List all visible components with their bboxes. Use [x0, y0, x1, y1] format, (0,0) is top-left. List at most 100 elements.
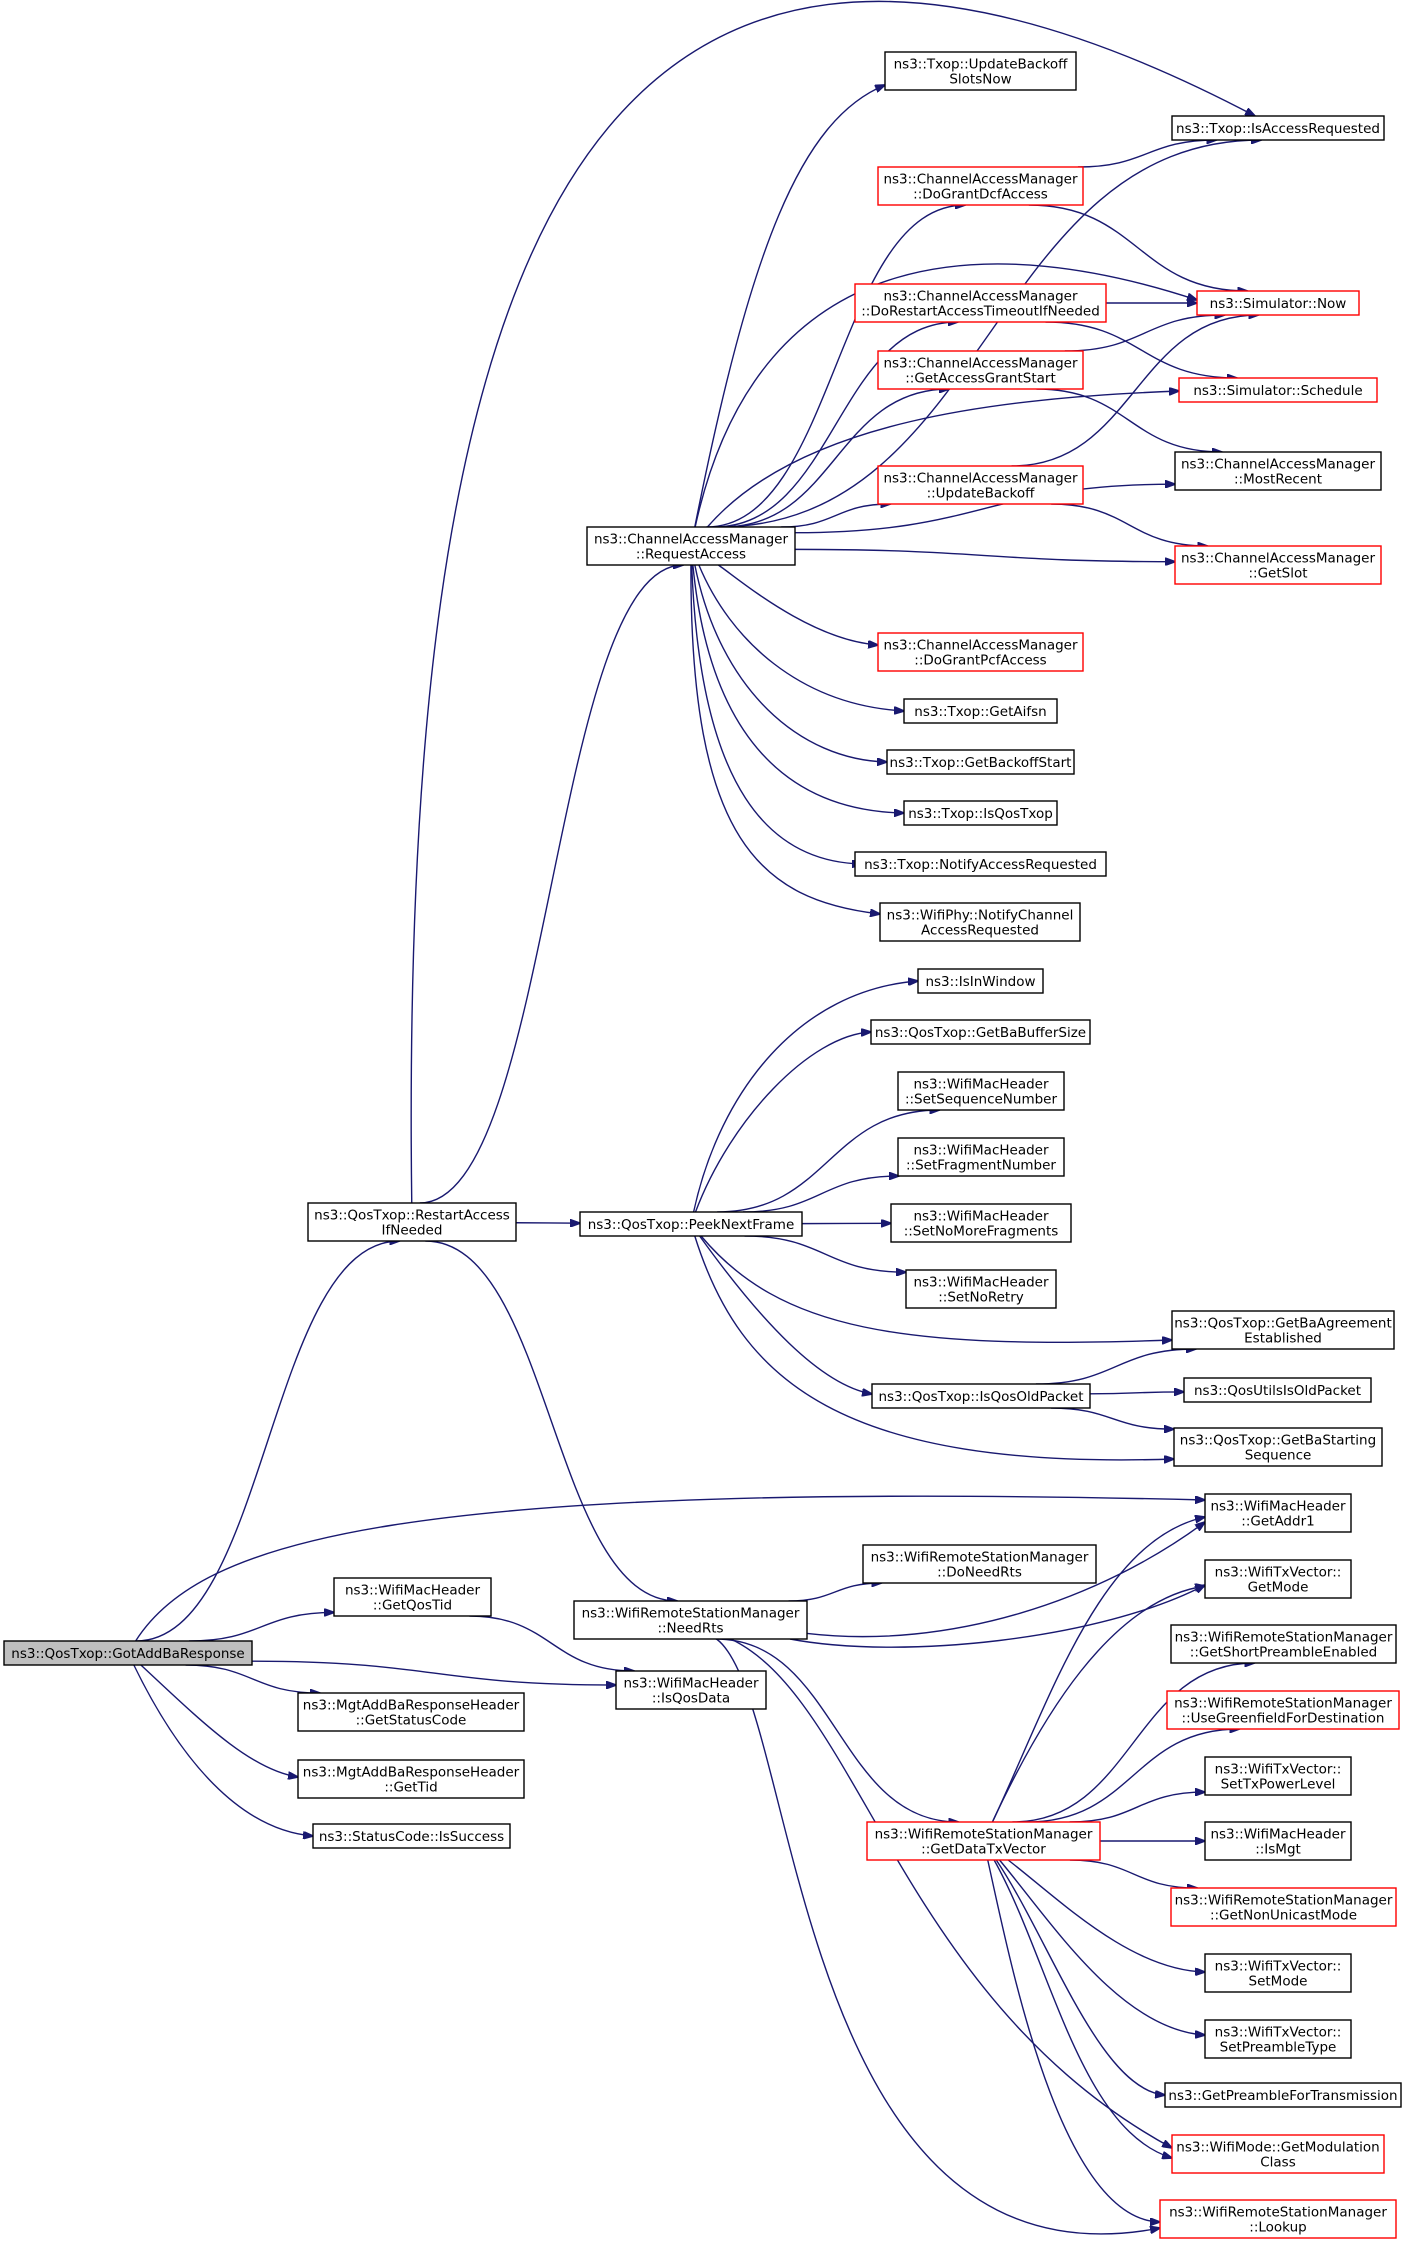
node-getdatatxvector[interactable]: ns3::WifiRemoteStationManager::GetDataTx…: [866, 1821, 1101, 1861]
node-getnonunicast[interactable]: ns3::WifiRemoteStationManager::GetNonUni…: [1170, 1887, 1397, 1927]
node-box-gettid[interactable]: [297, 1759, 525, 1799]
node-box-getmodclass[interactable]: [1171, 2134, 1385, 2174]
node-setmode[interactable]: ns3::WifiTxVector::SetMode: [1204, 1953, 1352, 1993]
node-box-setfragnum[interactable]: [897, 1137, 1065, 1177]
node-box-getmode[interactable]: [1204, 1559, 1352, 1599]
node-requestaccess[interactable]: ns3::ChannelAccessManager::RequestAccess: [586, 526, 796, 566]
node-getqostid[interactable]: ns3::WifiMacHeader::GetQosTid: [333, 1577, 492, 1617]
node-box-getnonunicast[interactable]: [1170, 1887, 1397, 1927]
node-simschedule[interactable]: ns3::Simulator::Schedule: [1178, 377, 1378, 403]
node-box-ismgt[interactable]: [1204, 1821, 1352, 1861]
node-box-isinwindow[interactable]: [917, 968, 1044, 994]
node-box-usegreenfield[interactable]: [1166, 1690, 1400, 1730]
node-box-getbackoffstart[interactable]: [886, 749, 1075, 775]
node-setfragnum[interactable]: ns3::WifiMacHeader::SetFragmentNumber: [897, 1137, 1065, 1177]
node-getpreamblefortx[interactable]: ns3::GetPreambleForTransmission: [1164, 2082, 1402, 2108]
node-box-notifyaccessreq[interactable]: [854, 851, 1107, 877]
node-notifyaccessreq[interactable]: ns3::Txop::NotifyAccessRequested: [854, 851, 1107, 877]
node-box-getqostid[interactable]: [333, 1577, 492, 1617]
node-box-setnomorefrag[interactable]: [890, 1203, 1072, 1243]
node-box-dograntdcf[interactable]: [877, 166, 1084, 206]
node-gotaddba[interactable]: ns3::QosTxop::GotAddBaResponse: [3, 1640, 253, 1666]
node-isaccessrequested[interactable]: ns3::Txop::IsAccessRequested: [1171, 115, 1385, 141]
node-doneedrts[interactable]: ns3::WifiRemoteStationManager::DoNeedRts: [862, 1544, 1097, 1584]
node-gettid[interactable]: ns3::MgtAddBaResponseHeader::GetTid: [297, 1759, 525, 1799]
node-box-lookup[interactable]: [1159, 2199, 1397, 2239]
node-box-requestaccess[interactable]: [586, 526, 796, 566]
node-getslot[interactable]: ns3::ChannelAccessManager::GetSlot: [1174, 545, 1382, 585]
node-isinwindow[interactable]: ns3::IsInWindow: [917, 968, 1044, 994]
node-settxpower[interactable]: ns3::WifiTxVector::SetTxPowerLevel: [1204, 1756, 1352, 1796]
node-box-setmode[interactable]: [1204, 1953, 1352, 1993]
node-getbackoffstart[interactable]: ns3::Txop::GetBackoffStart: [886, 749, 1075, 775]
node-issuccess[interactable]: ns3::StatusCode::IsSuccess: [312, 1823, 511, 1849]
node-isqostxop[interactable]: ns3::Txop::IsQosTxop: [903, 800, 1058, 826]
node-qosutilsold[interactable]: ns3::QosUtilsIsOldPacket: [1183, 1377, 1372, 1403]
node-box-getshortpreamble[interactable]: [1170, 1624, 1397, 1664]
node-box-isaccessrequested[interactable]: [1171, 115, 1385, 141]
node-box-peeknextframe[interactable]: [579, 1211, 803, 1237]
node-box-notifychannel[interactable]: [879, 902, 1081, 942]
node-box-updatebackoffslots[interactable]: [884, 51, 1077, 91]
node-box-dorestart[interactable]: [854, 283, 1107, 323]
node-box-getbastarting[interactable]: [1173, 1427, 1383, 1467]
node-box-mostrecent[interactable]: [1174, 451, 1382, 491]
node-box-setpreambletype[interactable]: [1204, 2019, 1352, 2059]
node-box-gotaddba[interactable]: [3, 1640, 253, 1666]
node-box-setseqnum[interactable]: [897, 1071, 1065, 1111]
node-notifychannel[interactable]: ns3::WifiPhy::NotifyChannelAccessRequest…: [879, 902, 1081, 942]
node-lookup[interactable]: ns3::WifiRemoteStationManager::Lookup: [1159, 2199, 1397, 2239]
node-box-getpreamblefortx[interactable]: [1164, 2082, 1402, 2108]
node-getbabuffer[interactable]: ns3::QosTxop::GetBaBufferSize: [870, 1019, 1091, 1045]
node-getshortpreamble[interactable]: ns3::WifiRemoteStationManager::GetShortP…: [1170, 1624, 1397, 1664]
node-needrts[interactable]: ns3::WifiRemoteStationManager::NeedRts: [573, 1600, 808, 1640]
node-getstatuscode[interactable]: ns3::MgtAddBaResponseHeader::GetStatusCo…: [297, 1692, 525, 1732]
node-box-issuccess[interactable]: [312, 1823, 511, 1849]
node-box-getaddr1[interactable]: [1204, 1493, 1352, 1533]
node-setnomorefrag[interactable]: ns3::WifiMacHeader::SetNoMoreFragments: [890, 1203, 1072, 1243]
node-box-updatebackoff[interactable]: [877, 465, 1084, 505]
node-box-getslot[interactable]: [1174, 545, 1382, 585]
node-box-getstatuscode[interactable]: [297, 1692, 525, 1732]
node-box-simschedule[interactable]: [1178, 377, 1378, 403]
node-box-needrts[interactable]: [573, 1600, 808, 1640]
node-box-getbaagreement[interactable]: [1171, 1310, 1395, 1350]
node-isqosoldpacket[interactable]: ns3::QosTxop::IsQosOldPacket: [871, 1383, 1091, 1409]
node-getaddr1[interactable]: ns3::WifiMacHeader::GetAddr1: [1204, 1493, 1352, 1533]
node-setnoretry[interactable]: ns3::WifiMacHeader::SetNoRetry: [905, 1269, 1057, 1309]
node-getaccessgrant[interactable]: ns3::ChannelAccessManager::GetAccessGran…: [877, 350, 1084, 390]
node-box-isqosdata[interactable]: [615, 1670, 767, 1710]
node-box-isqosoldpacket[interactable]: [871, 1383, 1091, 1409]
node-simnow[interactable]: ns3::Simulator::Now: [1196, 290, 1360, 316]
node-getaifsn[interactable]: ns3::Txop::GetAifsn: [903, 698, 1058, 724]
node-box-isqostxop[interactable]: [903, 800, 1058, 826]
node-dograntpcf[interactable]: ns3::ChannelAccessManager::DoGrantPcfAcc…: [877, 632, 1084, 672]
node-dorestart[interactable]: ns3::ChannelAccessManager::DoRestartAcce…: [854, 283, 1107, 323]
node-mostrecent[interactable]: ns3::ChannelAccessManager::MostRecent: [1174, 451, 1382, 491]
node-box-dograntpcf[interactable]: [877, 632, 1084, 672]
node-box-doneedrts[interactable]: [862, 1544, 1097, 1584]
node-setpreambletype[interactable]: ns3::WifiTxVector::SetPreambleType: [1204, 2019, 1352, 2059]
node-box-getaifsn[interactable]: [903, 698, 1058, 724]
node-box-getdatatxvector[interactable]: [866, 1821, 1101, 1861]
node-isqosdata[interactable]: ns3::WifiMacHeader::IsQosData: [615, 1670, 767, 1710]
node-peeknextframe[interactable]: ns3::QosTxop::PeekNextFrame: [579, 1211, 803, 1237]
node-usegreenfield[interactable]: ns3::WifiRemoteStationManager::UseGreenf…: [1166, 1690, 1400, 1730]
node-box-setnoretry[interactable]: [905, 1269, 1057, 1309]
node-box-simnow[interactable]: [1196, 290, 1360, 316]
node-box-restart[interactable]: [307, 1202, 517, 1242]
node-ismgt[interactable]: ns3::WifiMacHeader::IsMgt: [1204, 1821, 1352, 1861]
node-setseqnum[interactable]: ns3::WifiMacHeader::SetSequenceNumber: [897, 1071, 1065, 1111]
node-getmode[interactable]: ns3::WifiTxVector::GetMode: [1204, 1559, 1352, 1599]
node-box-getaccessgrant[interactable]: [877, 350, 1084, 390]
node-box-qosutilsold[interactable]: [1183, 1377, 1372, 1403]
node-box-settxpower[interactable]: [1204, 1756, 1352, 1796]
node-updatebackoff[interactable]: ns3::ChannelAccessManager::UpdateBackoff: [877, 465, 1084, 505]
node-box-getbabuffer[interactable]: [870, 1019, 1091, 1045]
node-dograntdcf[interactable]: ns3::ChannelAccessManager::DoGrantDcfAcc…: [877, 166, 1084, 206]
